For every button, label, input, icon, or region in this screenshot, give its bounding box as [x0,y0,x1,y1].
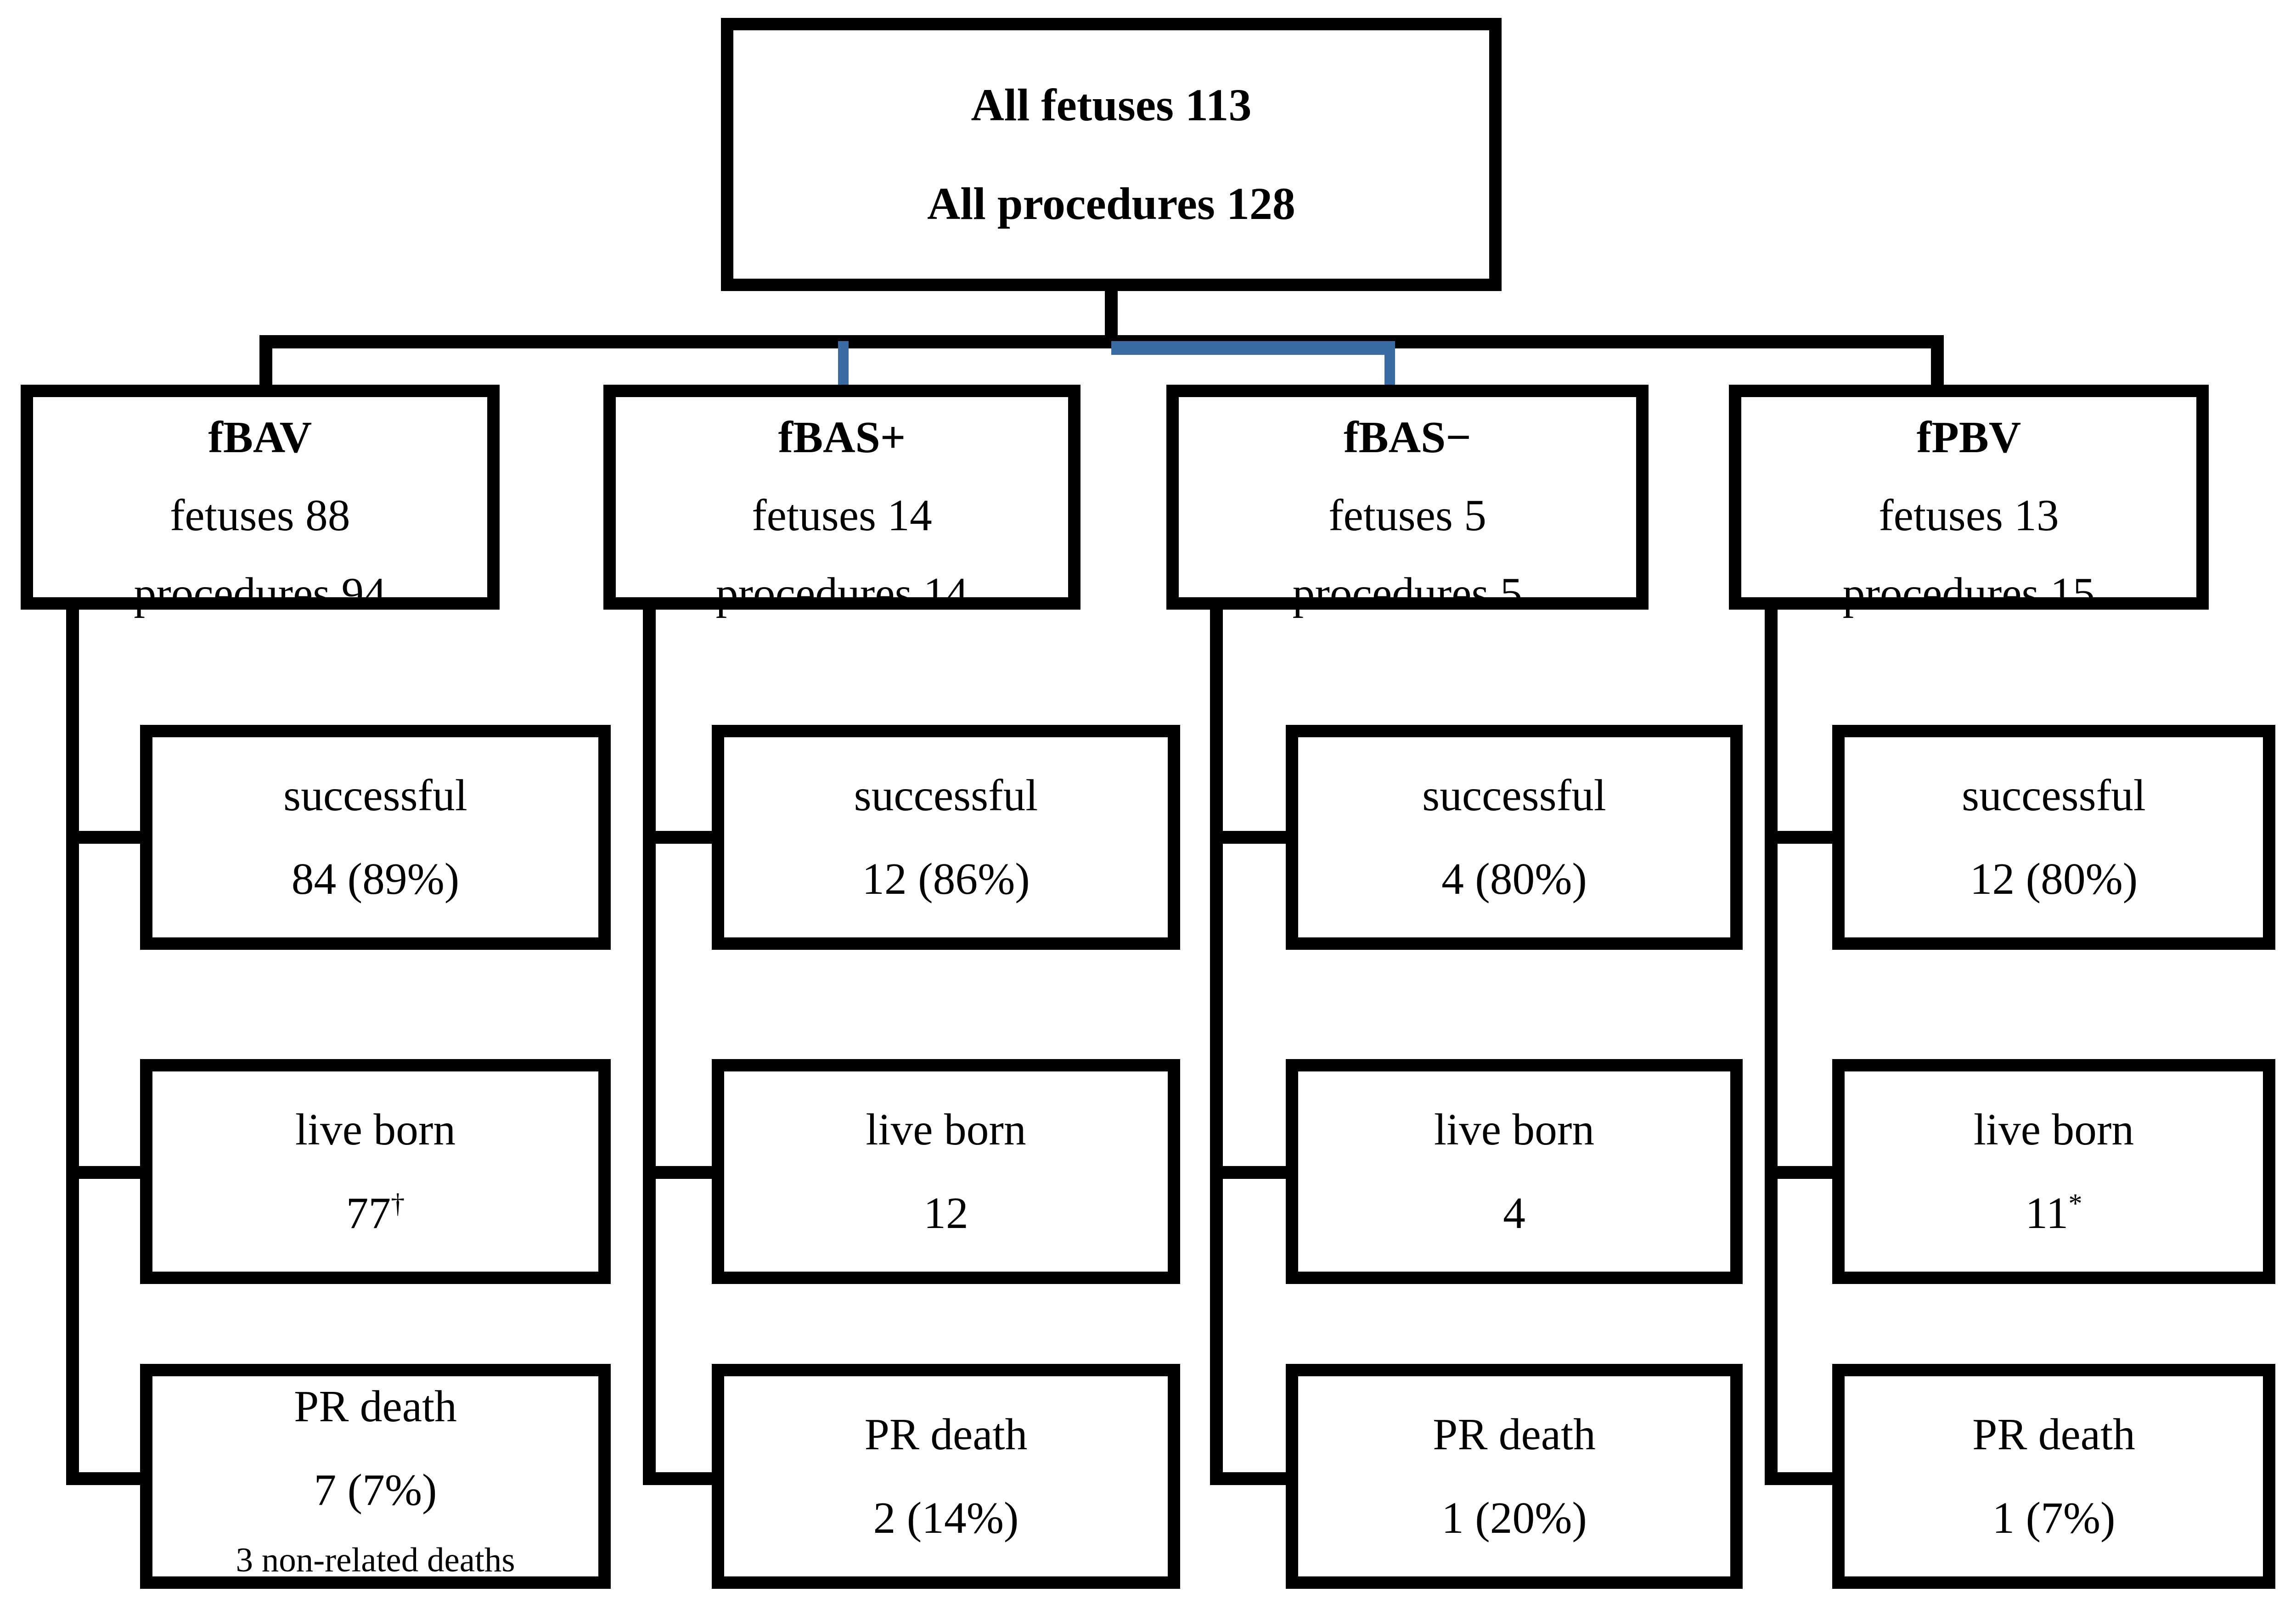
branch-box-fpbv: fPBV fetuses 13 procedures 15 [1729,385,2209,618]
outcome-label: live born [295,1105,456,1155]
fbas-minus-prdeath-box: PR death 1 (20%) [1286,1364,1743,1589]
fbas-minus-prdeath-stub-line [1210,1472,1292,1485]
branch-fetuses: fetuses 13 [1879,490,2059,540]
outcome-label: live born [1973,1105,2134,1155]
fbas-plus-drop-highlight-line [838,341,849,389]
main-horizontal-line [259,335,1944,348]
fbas-minus-liveborn-stub-line [1210,1166,1292,1179]
highlight-horizontal-line [1111,341,1394,355]
fpbv-liveborn-stub-line [1764,1166,1839,1179]
branch-procedures: procedures 5 [1292,568,1523,618]
branch-title: fPBV [1916,412,2021,462]
fbas-plus-prdeath-stub-line [643,1472,718,1485]
root-stub-line [1105,289,1118,342]
branch-procedures: procedures 14 [715,568,968,618]
root-procedures-text: All procedures 128 [927,178,1295,229]
branch-title: fBAV [208,412,312,462]
branch-box-fbas-plus: fBAS+ fetuses 14 procedures 14 [603,385,1080,618]
fpbv-drop-line [1931,335,1944,388]
fpbv-liveborn-box: live born 11* [1832,1059,2275,1284]
outcome-value: 1 (20%) [1441,1493,1587,1543]
outcome-value: 1 (7%) [1992,1493,2116,1543]
fbav-drop-line [259,335,272,388]
outcome-label: PR death [294,1381,457,1431]
fpbv-prdeath-box: PR death 1 (7%) [1832,1364,2275,1589]
outcome-note: 3 non-related deaths [236,1541,515,1579]
outcome-value: 7 (7%) [314,1465,437,1515]
fbas-plus-prdeath-box: PR death 2 (14%) [712,1364,1180,1589]
fbas-minus-successful-box: successful 4 (80%) [1286,725,1743,950]
fbav-prdeath-box: PR death 7 (7%) 3 non-related deaths [140,1364,611,1589]
fbav-successful-box: successful 84 (89%) [140,725,611,950]
outcome-label: PR death [1972,1409,2135,1459]
outcome-label: successful [1422,770,1606,820]
branch-procedures: procedures 15 [1842,568,2095,618]
fbas-plus-liveborn-stub-line [643,1166,718,1179]
fbas-plus-successful-stub-line [643,831,718,844]
outcome-label: live born [866,1105,1026,1155]
outcome-value: 12 [923,1189,968,1239]
outcome-label: PR death [1433,1409,1596,1459]
outcome-label: PR death [864,1409,1028,1459]
outcome-value: 12 (86%) [862,854,1030,904]
fpbv-prdeath-stub-line [1764,1472,1839,1485]
fbas-minus-successful-stub-line [1210,831,1292,844]
outcome-value: 4 (80%) [1441,854,1587,904]
fbas-plus-liveborn-box: live born 12 [712,1059,1180,1284]
fbas-minus-liveborn-box: live born 4 [1286,1059,1743,1284]
fpbv-trunk-line [1764,608,1778,1485]
branch-fetuses: fetuses 88 [169,490,350,540]
outcome-value: 12 (80%) [1970,854,2138,904]
branch-title: fBAS+ [778,412,906,462]
branch-box-fbas-minus: fBAS− fetuses 5 procedures 5 [1166,385,1649,618]
fbav-successful-stub-line [66,831,146,844]
root-box: All fetuses 113 All procedures 128 [721,18,1502,291]
fbas-minus-trunk-line [1210,608,1223,1485]
outcome-label: successful [283,770,467,820]
outcome-value: 4 [1503,1189,1525,1239]
outcome-value: 77† [346,1188,405,1239]
branch-box-fbav: fBAV fetuses 88 procedures 94 [21,385,500,618]
fbav-trunk-line [66,608,79,1485]
fbas-plus-successful-box: successful 12 (86%) [712,725,1180,950]
branch-procedures: procedures 94 [134,568,387,618]
fbav-liveborn-box: live born 77† [140,1059,611,1284]
outcome-value: 84 (89%) [291,854,460,904]
fbas-minus-drop-highlight-line [1384,341,1395,389]
branch-title: fBAS− [1344,412,1471,462]
outcome-label: successful [1962,770,2146,820]
fbas-plus-trunk-line [643,608,656,1485]
branch-fetuses: fetuses 14 [752,490,932,540]
outcome-label: live born [1434,1105,1595,1155]
fbav-prdeath-stub-line [66,1472,146,1485]
branch-fetuses: fetuses 5 [1328,490,1486,540]
fpbv-successful-box: successful 12 (80%) [1832,725,2275,950]
outcome-label: successful [854,770,1038,820]
fpbv-successful-stub-line [1764,831,1839,844]
fbav-liveborn-stub-line [66,1166,146,1179]
outcome-value: 2 (14%) [873,1493,1019,1543]
root-fetuses-text: All fetuses 113 [971,79,1252,130]
outcome-value: 11* [2025,1188,2082,1239]
